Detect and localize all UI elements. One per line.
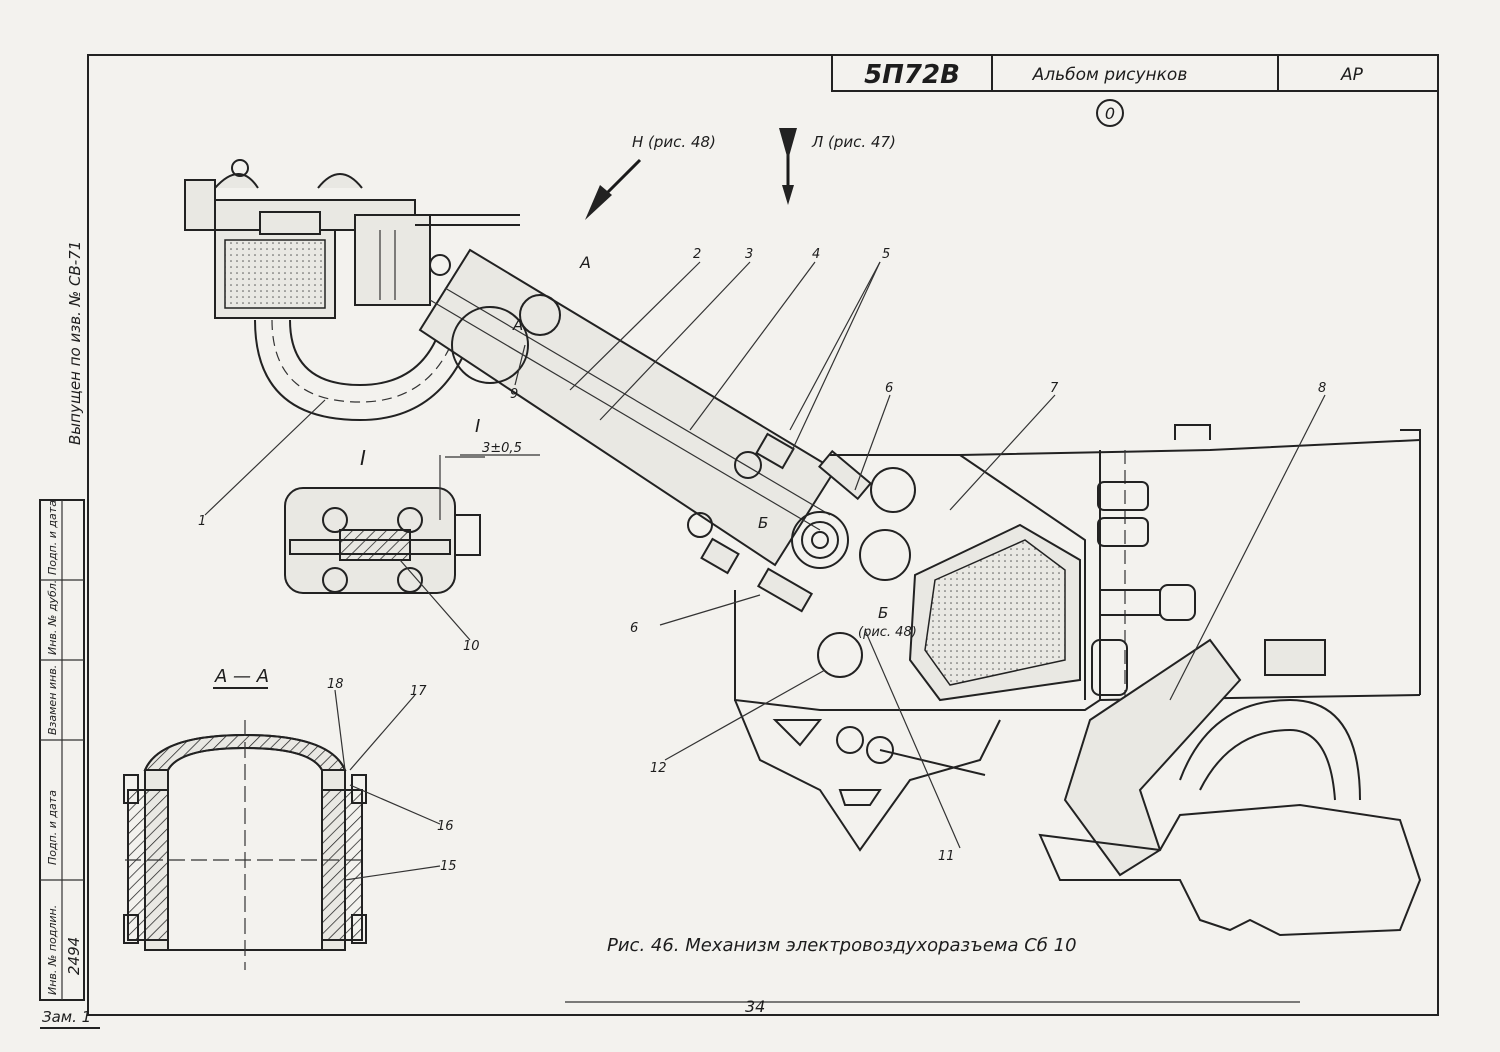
- air-hose: [254, 319, 471, 422]
- callout-8: 8: [1318, 381, 1326, 396]
- callout-1: 1: [198, 514, 206, 529]
- section-aa-title: А — А: [214, 666, 269, 687]
- view-label-n: Н (рис. 48): [632, 133, 716, 151]
- issued-note: Выпущен по изв. № СВ-71: [66, 241, 84, 445]
- stamp-col-1: Подп. и дата: [46, 500, 59, 575]
- stamp-col-5: Инв. № подлин.: [46, 905, 59, 995]
- side-stamp: Подп. и дата Инв. № дубл. Взамен инв. По…: [39, 241, 85, 1001]
- section-a-mid: А: [512, 316, 523, 334]
- title-album: Альбом рисунков: [1032, 65, 1188, 85]
- callout-15: 15: [440, 859, 457, 874]
- callout-6a: 6: [885, 381, 893, 396]
- callout-17: 17: [410, 684, 427, 699]
- arm: [418, 248, 872, 613]
- detail-i-title: I: [360, 446, 366, 470]
- lower-right-assembly: [1038, 638, 1422, 937]
- callout-10: 10: [463, 639, 480, 654]
- leader-lines: [204, 261, 1326, 1003]
- view-label-l: Л (рис. 47): [811, 133, 896, 151]
- section-b-top: Б: [758, 514, 768, 532]
- drawing-frame: [87, 54, 1439, 1016]
- callout-9: 9: [510, 387, 518, 402]
- coupler-head: [184, 159, 520, 319]
- view-arrow-n: Н (рис. 48): [585, 133, 716, 220]
- stamp-col-4: Подп. и дата: [46, 790, 59, 865]
- callout-2: 2: [693, 247, 701, 262]
- callout-6b: 6: [630, 621, 638, 636]
- section-labels: А А Б Б (рис. 48) I I 3±0,5 А — А: [213, 253, 917, 689]
- figure-caption: Рис. 46. Механизм электровоздухоразъема …: [607, 935, 1077, 956]
- section-a-a: [123, 720, 367, 970]
- callout-11: 11: [938, 849, 955, 864]
- callout-labels: 1 2 3 4 5 6 6 7 8 9 10 11 12 15 16 17 18: [198, 247, 1326, 874]
- dimension-label: 3±0,5: [482, 441, 522, 456]
- lower-bracket: [734, 699, 1001, 852]
- section-b-bottom: Б: [878, 604, 888, 622]
- circle-mark: 0: [1105, 104, 1115, 123]
- callout-16: 16: [437, 819, 454, 834]
- callout-3: 3: [745, 247, 753, 262]
- revision-note: Зам. 1: [42, 1008, 91, 1026]
- callout-4: 4: [812, 247, 820, 262]
- title-block: 5П72В Альбом рисунков АР 0: [831, 54, 1439, 127]
- stamp-col-2: Инв. № дубл.: [46, 580, 59, 655]
- stamp-col-3: Взамен инв.: [46, 665, 59, 735]
- housing: [734, 424, 1421, 711]
- view-arrow-l: Л (рис. 47): [779, 128, 896, 205]
- stamp-inventory: 2494: [65, 937, 83, 975]
- section-a-top: А: [579, 253, 591, 272]
- detail-i: [284, 455, 485, 594]
- section-b-ref: (рис. 48): [858, 625, 917, 640]
- callout-18: 18: [327, 677, 344, 692]
- detail-i-marker: I: [475, 416, 480, 437]
- callout-5: 5: [882, 247, 890, 262]
- page-number: 34: [745, 997, 765, 1016]
- callout-7: 7: [1050, 381, 1059, 396]
- title-code: 5П72В: [864, 60, 960, 90]
- callout-12: 12: [650, 761, 667, 776]
- title-sheet-code: АР: [1340, 65, 1364, 85]
